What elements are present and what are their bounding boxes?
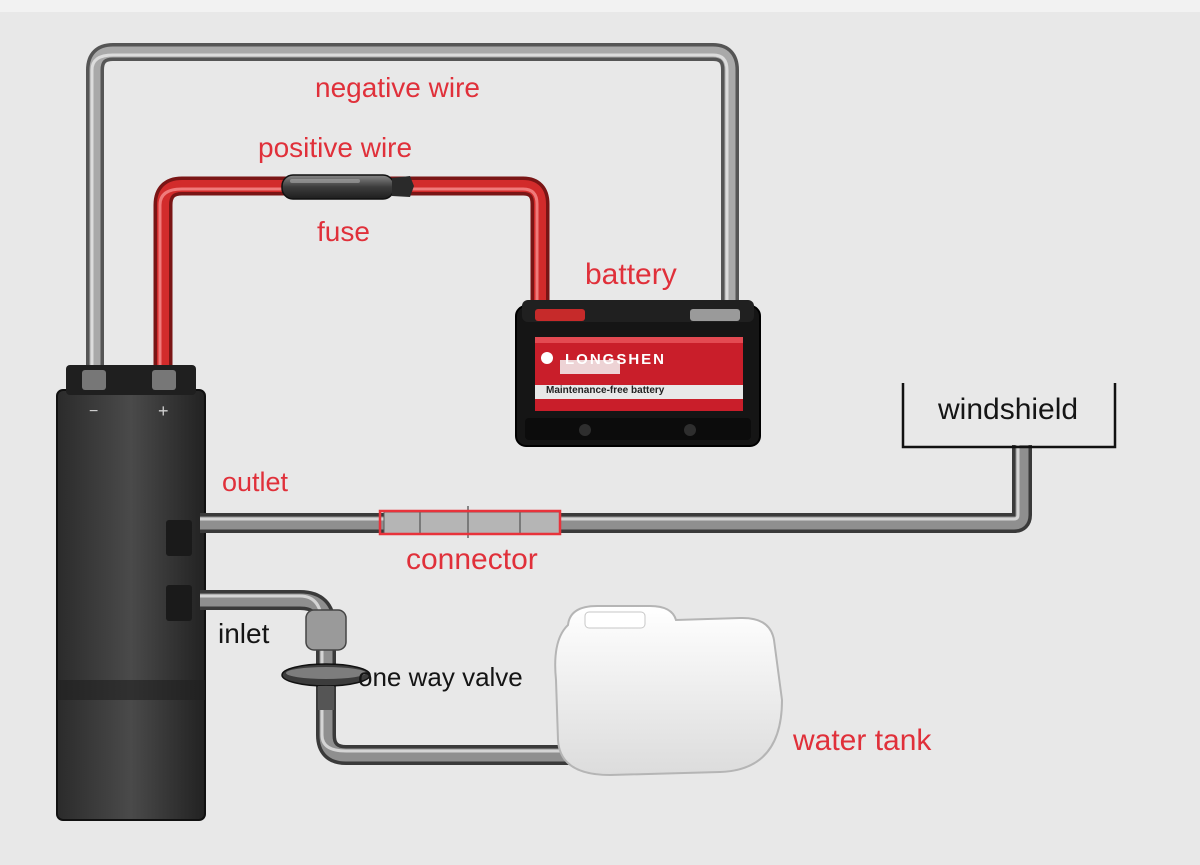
label-battery: battery (585, 258, 677, 291)
hose-connector (378, 506, 562, 538)
label-negative-wire: negative wire (315, 72, 480, 103)
label-windshield: windshield (938, 393, 1079, 426)
label-inlet: inlet (218, 618, 270, 649)
label-one-way-valve: one way valve (358, 662, 523, 692)
outlet-hose (200, 445, 1032, 533)
battery (515, 300, 761, 447)
label-water-tank: water tank (793, 724, 932, 757)
label-positive-wire: positive wire (258, 132, 413, 163)
label-fuse: fuse (317, 216, 370, 247)
label-connector: connector (406, 543, 538, 576)
one-way-valve (281, 663, 371, 710)
label-outlet: outlet (222, 467, 289, 497)
washer-pump-unit (56, 365, 206, 821)
windshield-bracket (901, 383, 1117, 449)
terminal-positive: + (158, 401, 169, 421)
battery-brand: LONGSHEN (565, 351, 667, 368)
fuse-holder (281, 174, 414, 200)
terminal-negative: − (89, 403, 99, 420)
battery-subtitle: Maintenance-free battery (546, 385, 665, 396)
water-tank (554, 604, 784, 777)
